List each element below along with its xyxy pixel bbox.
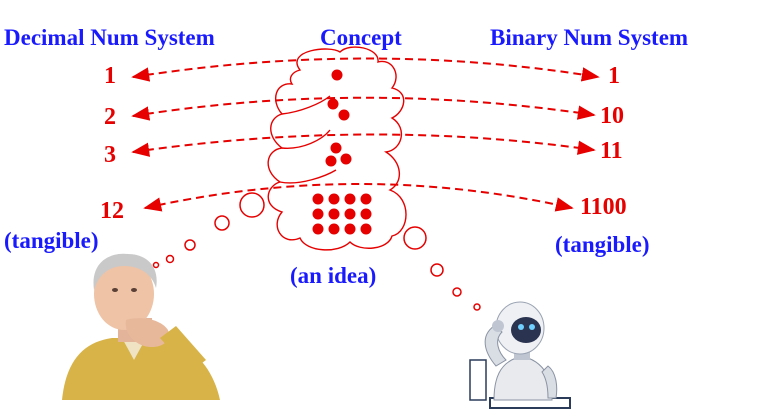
bubble: [452, 287, 462, 297]
cloud-inner-curve-1: [281, 95, 331, 115]
idea-label: (an idea): [290, 263, 376, 288]
decimal-value-12: 12: [100, 198, 124, 224]
dot: [331, 69, 343, 81]
concept-dots-3: [325, 142, 352, 167]
binary-header: Binary Num System: [490, 25, 688, 50]
dot: [312, 193, 324, 205]
arrow-1: [131, 57, 600, 82]
dot: [338, 109, 350, 121]
dot: [360, 193, 372, 205]
dot: [328, 193, 340, 205]
concept-dots-12: [312, 193, 372, 235]
concept-header: Concept: [320, 25, 402, 50]
robot-arm: [541, 365, 558, 399]
dot: [312, 223, 324, 235]
bubble: [214, 215, 230, 231]
dot: [344, 193, 356, 205]
robot-face: [511, 317, 541, 343]
cloud-inner-curve-3: [279, 169, 337, 184]
man-eye-right: [131, 288, 137, 292]
dot: [344, 223, 356, 235]
concept-cloud: [267, 46, 407, 251]
decimal-value-1: 1: [104, 63, 116, 89]
arrow-3: [131, 133, 596, 157]
robot-side-panel: [469, 359, 487, 401]
arrow-12: [143, 183, 574, 212]
dot: [340, 153, 352, 165]
man-shirt: [62, 338, 220, 400]
dot: [360, 223, 372, 235]
bubble: [184, 239, 196, 251]
man-sleeve: [160, 326, 206, 372]
man-eye-left: [112, 288, 118, 292]
concept-dots-1: [331, 69, 343, 81]
binary-value-11: 11: [600, 138, 623, 164]
robot-eye-right: [529, 324, 535, 330]
thought-bubbles-right: [403, 226, 481, 311]
decimal-tangible-label: (tangible): [4, 228, 99, 253]
dot: [312, 208, 324, 220]
bubble: [239, 192, 265, 218]
dot: [360, 208, 372, 220]
thought-bubbles-left: [152, 192, 265, 269]
thinking-robot-image: [469, 301, 571, 409]
arrow-2: [131, 96, 596, 121]
decimal-value-2: 2: [104, 104, 116, 130]
bubble: [430, 263, 444, 277]
dot: [328, 208, 340, 220]
dot: [330, 142, 342, 154]
decimal-value-3: 3: [104, 142, 116, 168]
binary-value-10: 10: [600, 103, 624, 129]
thinking-man-image: [62, 253, 220, 400]
bubble: [165, 254, 175, 264]
dot: [325, 155, 337, 167]
concept-dots-2: [327, 98, 350, 121]
bubble: [403, 226, 427, 250]
decimal-header: Decimal Num System: [4, 25, 215, 50]
binary-value-1100: 1100: [580, 194, 627, 220]
cloud-inner-curve-2: [281, 129, 331, 149]
man-hair: [93, 253, 157, 290]
robot-eye-left: [518, 324, 524, 330]
robot-arm-raised: [484, 325, 507, 367]
dot: [327, 98, 339, 110]
robot-hand: [492, 320, 504, 332]
bubble: [152, 261, 160, 269]
robot-body: [493, 357, 553, 401]
bubble: [473, 303, 481, 311]
dot: [328, 223, 340, 235]
man-hand: [125, 318, 169, 348]
man-head: [94, 258, 154, 330]
dot: [344, 208, 356, 220]
binary-value-1: 1: [608, 63, 620, 89]
binary-tangible-label: (tangible): [555, 232, 650, 257]
